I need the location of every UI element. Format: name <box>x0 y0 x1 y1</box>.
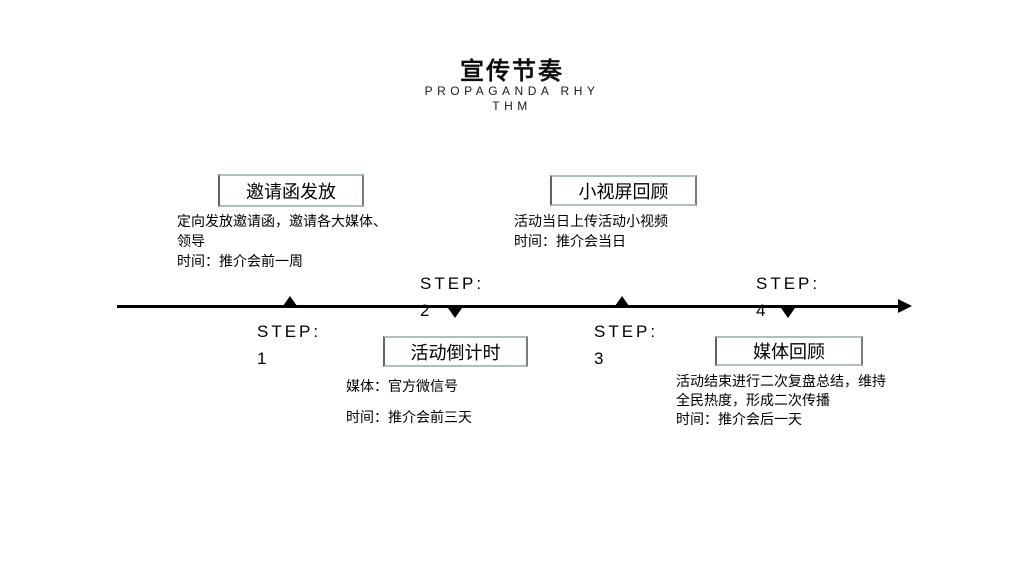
milestone-desc-countdown: 媒体：官方微信号 时间：推介会前三天 <box>346 371 472 433</box>
subtitle-line-2: THM <box>492 99 532 113</box>
step-label-number: 4 <box>756 301 769 320</box>
milestone-box-invitation: 邀请函发放 <box>218 174 364 207</box>
timeline-axis <box>117 305 901 308</box>
desc-line: 时间：推介会后一天 <box>676 411 802 427</box>
milestone-box-label: 邀请函发放 <box>246 181 336 202</box>
milestone-box-label: 媒体回顾 <box>753 342 825 362</box>
timeline-marker-up-step1-icon <box>283 296 297 306</box>
desc-line: 活动当日上传活动小视频 <box>514 213 668 229</box>
desc-line: 定向发放邀请函，邀请各大媒体、 <box>177 213 387 229</box>
milestone-box-countdown: 活动倒计时 <box>383 336 528 367</box>
step-label-number: 3 <box>594 349 607 368</box>
desc-line: 时间：推介会前三天 <box>346 409 472 425</box>
desc-line: 媒体：官方微信号 <box>346 378 458 394</box>
timeline-arrowhead-icon <box>898 299 912 313</box>
desc-line: 全民热度，形成二次传播 <box>676 392 830 408</box>
desc-line: 活动结束进行二次复盘总结，维持 <box>676 373 886 389</box>
milestone-box-video-review: 小视屏回顾 <box>550 175 697 206</box>
milestone-desc-invitation: 定向发放邀请函，邀请各大媒体、 领导 时间：推介会前一周 <box>177 211 387 271</box>
timeline-marker-up-step3-icon <box>615 296 629 306</box>
step-label-4: STEP: 4 <box>756 270 820 324</box>
milestone-box-label: 活动倒计时 <box>410 342 501 363</box>
step-label-text: STEP: <box>420 274 485 293</box>
milestone-box-label: 小视屏回顾 <box>578 181 669 202</box>
desc-line: 时间：推介会当日 <box>514 233 626 249</box>
desc-line: 领导 <box>177 233 205 249</box>
milestone-box-media-review: 媒体回顾 <box>715 336 863 366</box>
step-label-2: STEP: 2 <box>420 270 484 324</box>
step-label-text: STEP: <box>257 322 322 341</box>
slide-title: 宣传节奏 <box>460 58 564 85</box>
timeline-marker-down-step2-icon <box>448 308 462 318</box>
subtitle-line-1: PROPAGANDA RHY <box>424 84 600 98</box>
step-label-number: 1 <box>257 349 270 368</box>
step-label-3: STEP: 3 <box>594 318 658 372</box>
step-label-1: STEP: 1 <box>257 318 321 372</box>
step-label-text: STEP: <box>756 274 821 293</box>
milestone-desc-video-review: 活动当日上传活动小视频 时间：推介会当日 <box>514 211 668 251</box>
milestone-desc-media-review: 活动结束进行二次复盘总结，维持 全民热度，形成二次传播 时间：推介会后一天 <box>676 372 886 429</box>
step-label-number: 2 <box>420 301 433 320</box>
desc-line: 时间：推介会前一周 <box>177 253 303 269</box>
timeline-marker-down-step4-icon <box>781 308 795 318</box>
step-label-text: STEP: <box>594 322 659 341</box>
slide-subtitle: PROPAGANDA RHY THM <box>0 84 1024 114</box>
